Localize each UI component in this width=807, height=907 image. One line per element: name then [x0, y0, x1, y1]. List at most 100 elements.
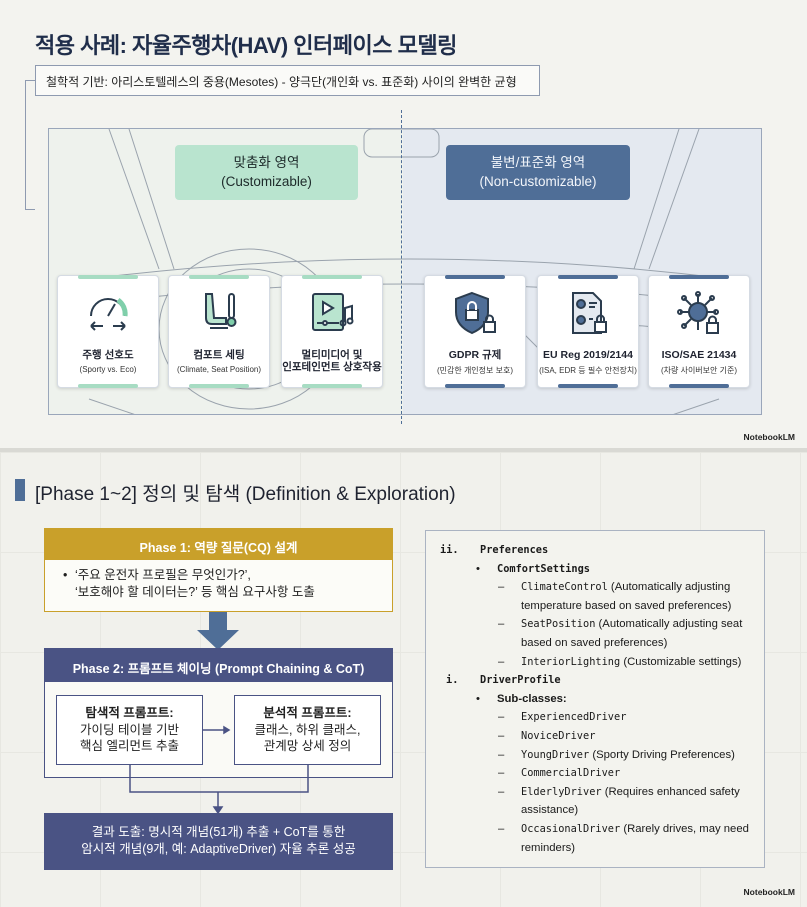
outline-subitem: – SeatPosition (Automatically adjusting s…	[440, 615, 764, 634]
media-player-icon	[312, 293, 354, 331]
dash-marker: –	[498, 767, 505, 780]
connector-line	[25, 80, 35, 210]
phase1-line: ‘보호해야 할 데이터는?’ 등 핵심 요구사항 도출	[75, 585, 315, 599]
subclass-label: Sub-classes:	[497, 692, 567, 705]
dash-marker: –	[498, 729, 505, 742]
card-comfort-setting: 컴포트 세팅 (Climate, Seat Position)	[168, 275, 270, 388]
document-gear-lock-icon	[572, 292, 607, 334]
analytical-prompt-box: 분석적 프롬프트: 클래스, 하위 클래스, 관계망 상세 정의	[234, 695, 381, 765]
zone-sublabel: (Customizable)	[221, 174, 312, 189]
zone-label: 불변/표준화 영역	[490, 155, 586, 170]
card-iso-sae: ISO/SAE 21434 (차량 사이버보안 기준)	[648, 275, 750, 388]
box-line: 핵심 엘리먼트 추출	[80, 739, 179, 753]
list-marker: ii.	[440, 544, 459, 556]
dash-marker: –	[498, 618, 505, 631]
card-desc: (Climate, Seat Position)	[176, 365, 262, 374]
outline-subitem: – YoungDriver (Sporty Driving Preferences…	[440, 746, 764, 765]
class-note-continued: assistance)	[521, 804, 579, 817]
card-desc: (ISA, EDR 등 필수 안전장치)	[539, 366, 637, 375]
box-title: 탐색적 프롬프트:	[85, 706, 174, 720]
card-title: EU Reg 2019/2144	[543, 349, 633, 361]
box-line: 클래스, 하위 클래스,	[254, 722, 361, 737]
seat-thermometer-icon	[205, 293, 237, 329]
card-title: 주행 선호도	[82, 349, 134, 361]
outline-item-comfort: • ComfortSettings	[440, 560, 764, 579]
outline-subitem: – NoviceDriver	[440, 727, 764, 746]
class-note: (Sporty Driving Preferences)	[589, 748, 735, 761]
slide-title: [Phase 1~2] 정의 및 탐색 (Definition & Explor…	[35, 484, 456, 505]
class-note: (Requires enhanced safety	[601, 785, 740, 798]
flow-connectors	[129, 725, 309, 815]
class-name: CommercialDriver	[521, 767, 621, 780]
outline-subitem: –InteriorLighting (Customizable settings…	[440, 653, 764, 672]
notebooklm-brand: NotebookLM	[743, 887, 795, 897]
outline-item-preferences: ii. Preferences	[440, 541, 764, 560]
ontology-outline: ii. Preferences • ComfortSettings – Climate…	[425, 530, 765, 868]
dash-marker: –	[498, 822, 505, 835]
zone-customizable: 맞춤화 영역 (Customizable)	[175, 145, 358, 200]
class-note: (Automatically adjusting	[607, 581, 731, 594]
phase1-body: • ‘주요 운전자 프로필은 무엇인가?’, ‘보호해야 할 데이터는?’ 등 …	[44, 560, 393, 612]
speedometer-icon	[90, 297, 128, 331]
box-title: 분석적 프롬프트:	[263, 706, 352, 720]
card-desc: (차량 사이버보안 기준)	[660, 366, 737, 375]
card-title-line: 인포테인먼트 상호작용	[282, 361, 382, 373]
phase1-header: Phase 1: 역량 질문(CQ) 설계	[44, 528, 393, 560]
card-gdpr: GDPR 규제 (민감한 개인정보 보호)	[424, 275, 526, 388]
class-name: ElderlyDriver	[521, 785, 602, 798]
box-line: 관계망 상세 정의	[263, 739, 352, 753]
divider-dashed-line	[401, 110, 402, 424]
network-lock-icon	[677, 291, 719, 334]
card-title: GDPR 규제	[448, 349, 502, 361]
class-name: YoungDriver	[521, 748, 590, 761]
card-title-line: 멀티미디어 및	[301, 349, 363, 361]
class-note: (Customizable settings)	[620, 655, 742, 668]
class-note-continued: temperature based on saved preferences)	[521, 599, 732, 612]
card-title: ISO/SAE 21434	[661, 349, 737, 361]
card-desc: (Sporty vs. Eco)	[79, 365, 137, 374]
dash-marker: –	[498, 711, 505, 724]
slide-phase-definition: [Phase 1~2] 정의 및 탐색 (Definition & Explor…	[0, 452, 807, 907]
dash-marker: –	[498, 748, 505, 761]
shield-lock-icon	[455, 291, 496, 335]
bullet-icon: •	[63, 568, 68, 582]
dash-marker: –	[498, 581, 505, 594]
outline-subitem: – CommercialDriver	[440, 764, 764, 783]
class-name: DriverProfile	[480, 674, 561, 687]
class-name: ClimateControl	[521, 581, 608, 594]
phase1-line: ‘주요 운전자 프로필은 무엇인가?’,	[75, 568, 251, 582]
class-name: OccasionalDriver	[521, 822, 621, 835]
class-note-continued: based on saved preferences)	[521, 636, 668, 649]
class-note: (Rarely drives, may need	[620, 822, 749, 835]
slide-hav-interface: 적용 사례: 자율주행차(HAV) 인터페이스 모델링 철학적 기반: 아리스토…	[0, 0, 807, 448]
title-accent-bar	[15, 479, 25, 501]
result-line: 결과 도출: 명시적 개념(51개) 추출 + CoT를 통한	[91, 825, 346, 839]
outline-subitem: – ElderlyDriver (Requires enhanced safety	[440, 783, 764, 802]
outline-subitem: – OccasionalDriver (Rarely drives, may ne…	[440, 820, 764, 839]
list-marker: i.	[446, 674, 459, 687]
result-box: 결과 도출: 명시적 개념(51개) 추출 + CoT를 통한 암시적 개념(9…	[44, 813, 393, 870]
class-name: ComfortSettings	[497, 562, 590, 575]
slide-title: 적용 사례: 자율주행차(HAV) 인터페이스 모델링	[35, 33, 457, 58]
outline-item-driverprofile: i. DriverProfile	[440, 671, 764, 690]
class-name: NoviceDriver	[521, 729, 596, 742]
outline-item-subclasses: •Sub-classes:	[440, 690, 764, 709]
outline-subitem: – ExperiencedDriver	[440, 708, 764, 727]
zone-non-customizable: 불변/표준화 영역 (Non-customizable)	[446, 145, 630, 200]
zone-sublabel: (Non-customizable)	[479, 174, 597, 189]
card-title: 컴포트 세팅	[193, 349, 245, 361]
dash-marker: –	[498, 785, 505, 798]
card-driving-preference: 주행 선호도 (Sporty vs. Eco)	[57, 275, 159, 388]
class-name: ExperiencedDriver	[521, 711, 627, 724]
dash-marker: –	[498, 655, 505, 668]
class-name: Preferences	[480, 544, 549, 556]
class-note-continued: reminders)	[521, 841, 575, 854]
class-note: (Automatically adjusting seat	[595, 618, 743, 631]
bullet-icon: •	[476, 562, 480, 575]
class-name: SeatPosition	[521, 618, 596, 631]
result-line: 암시적 개념(9개, 예: AdaptiveDriver) 자율 추론 성공	[81, 842, 356, 856]
exploratory-prompt-box: 탐색적 프롬프트: 가이딩 테이블 기반 핵심 엘리먼트 추출	[56, 695, 203, 765]
down-arrow-icon	[197, 612, 239, 650]
